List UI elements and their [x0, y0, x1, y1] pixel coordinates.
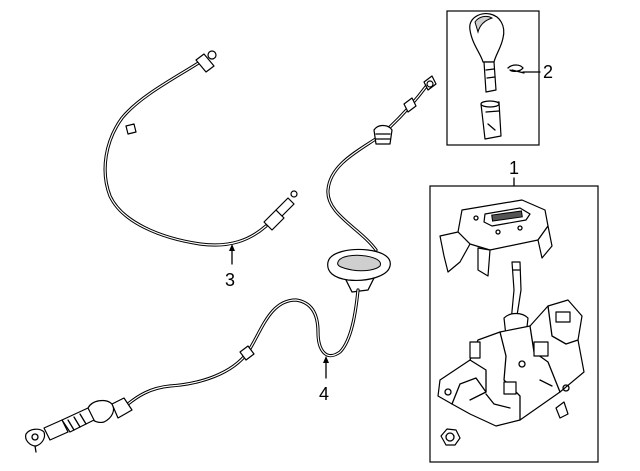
retaining-clip	[507, 64, 525, 74]
hex-nut	[440, 428, 461, 446]
shifter-clip	[555, 401, 569, 419]
shift-knob-group[interactable]: 2	[446, 10, 553, 146]
shift-cable-4[interactable]: 4	[25, 75, 437, 453]
callout-4: 4	[319, 384, 329, 404]
callout-3: 3	[225, 270, 235, 290]
callout-1: 1	[509, 158, 519, 178]
callout-2: 2	[543, 62, 553, 82]
cable-end-ball-joint	[25, 428, 46, 447]
shift-cable-3[interactable]: 3	[103, 50, 298, 290]
shifter-bezel	[457, 199, 549, 251]
shifter-assembly-group[interactable]: 1	[429, 158, 599, 463]
shift-knob-box	[446, 10, 540, 146]
shifter-assembly-box	[429, 185, 599, 463]
shifter-base	[437, 299, 585, 427]
